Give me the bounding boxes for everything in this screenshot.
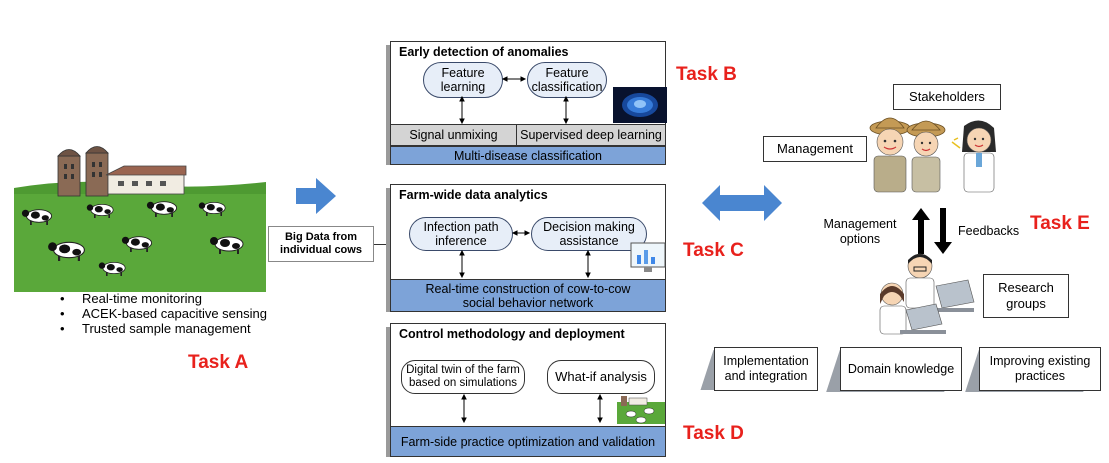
task-d-label: Task D	[683, 423, 744, 444]
decision-making-label: Decision making assistance	[543, 220, 635, 248]
monitor-icon	[630, 242, 666, 272]
stakeholders-box: Stakeholders	[893, 84, 1001, 110]
task-b-label: Task B	[676, 64, 737, 85]
feature-learning-label: Feature learning	[440, 66, 486, 94]
up-down-arrows-icon	[912, 208, 952, 254]
improving-practices-label: Improving existing practices	[989, 354, 1091, 383]
feature-classification-label: Feature classification	[531, 66, 603, 94]
panel-c-title: Farm-wide data analytics	[399, 188, 548, 202]
implementation-box: Implementation and integration	[714, 347, 818, 391]
panel-c: Farm-wide data analytics Infection path …	[390, 184, 666, 312]
feature-classification-node: Feature classification	[527, 62, 607, 98]
domain-knowledge-box: Domain knowledge	[840, 347, 962, 391]
big-data-label: Big Data from individual cows	[280, 231, 362, 256]
research-groups-label: Research groups	[998, 280, 1054, 311]
mini-farm-icon	[617, 396, 665, 424]
panel-b-bar-label: Multi-disease classification	[454, 148, 602, 163]
farm-bullet-list: Real-time monitoring ACEK-based capaciti…	[60, 291, 267, 336]
research-groups-box: Research groups	[983, 274, 1069, 318]
brain-icon	[613, 87, 667, 123]
bullet-item: Trusted sample management	[60, 321, 267, 336]
panel-d: Control methodology and deployment Digit…	[390, 323, 666, 457]
panel-d-title: Control methodology and deployment	[399, 327, 625, 341]
implementation-label: Implementation and integration	[723, 354, 809, 383]
supervised-deep-learning-box: Supervised deep learning	[516, 124, 665, 146]
panel-b: Early detection of anomalies Feature lea…	[390, 41, 667, 165]
bullet-item: Real-time monitoring	[60, 291, 267, 306]
feature-learning-node: Feature learning	[423, 62, 503, 98]
what-if-node: What-if analysis	[547, 360, 655, 394]
panel-b-connectors	[459, 76, 569, 125]
supervised-deep-learning-label: Supervised deep learning	[520, 128, 662, 142]
digital-twin-node: Digital twin of the farm based on simula…	[401, 360, 525, 394]
panel-d-bar: Farm-side practice optimization and vali…	[391, 426, 665, 456]
improving-practices-box: Improving existing practices	[979, 347, 1101, 391]
task-e-label: Task E	[1030, 213, 1090, 234]
panel-c-bar-label: Real-time construction of cow-to-cow soc…	[425, 281, 631, 310]
signal-unmixing-label: Signal unmixing	[409, 128, 498, 142]
decision-making-node: Decision making assistance	[531, 217, 647, 251]
bullet-item: ACEK-based capacitive sensing	[60, 306, 267, 321]
right-arrow-icon	[296, 178, 336, 214]
panel-d-connectors	[461, 393, 603, 424]
big-data-box: Big Data from individual cows	[268, 226, 374, 262]
panel-c-connectors	[459, 230, 591, 279]
task-a-label: Task A	[188, 352, 249, 373]
infection-path-node: Infection path inference	[409, 217, 513, 251]
infection-path-label: Infection path inference	[423, 220, 499, 248]
feedbacks-label: Feedbacks	[958, 224, 1020, 238]
digital-twin-label: Digital twin of the farm based on simula…	[406, 364, 520, 389]
farm-illustration	[14, 146, 266, 292]
management-box: Management	[763, 136, 867, 162]
connector-line	[374, 244, 388, 245]
stakeholders-illustration	[869, 117, 996, 193]
panel-c-bar: Real-time construction of cow-to-cow soc…	[391, 279, 665, 311]
stakeholders-label: Stakeholders	[909, 89, 985, 104]
task-c-label: Task C	[683, 240, 744, 261]
panel-d-bar-label: Farm-side practice optimization and vali…	[400, 434, 656, 449]
panel-b-title: Early detection of anomalies	[399, 45, 569, 59]
panel-b-bar: Multi-disease classification	[391, 146, 665, 164]
management-options-label: Management options	[823, 217, 897, 246]
management-label: Management	[777, 141, 853, 156]
what-if-label: What-if analysis	[555, 369, 647, 384]
domain-knowledge-label: Domain knowledge	[847, 361, 955, 376]
research-group-illustration	[879, 253, 975, 335]
double-arrow-icon	[702, 185, 782, 221]
